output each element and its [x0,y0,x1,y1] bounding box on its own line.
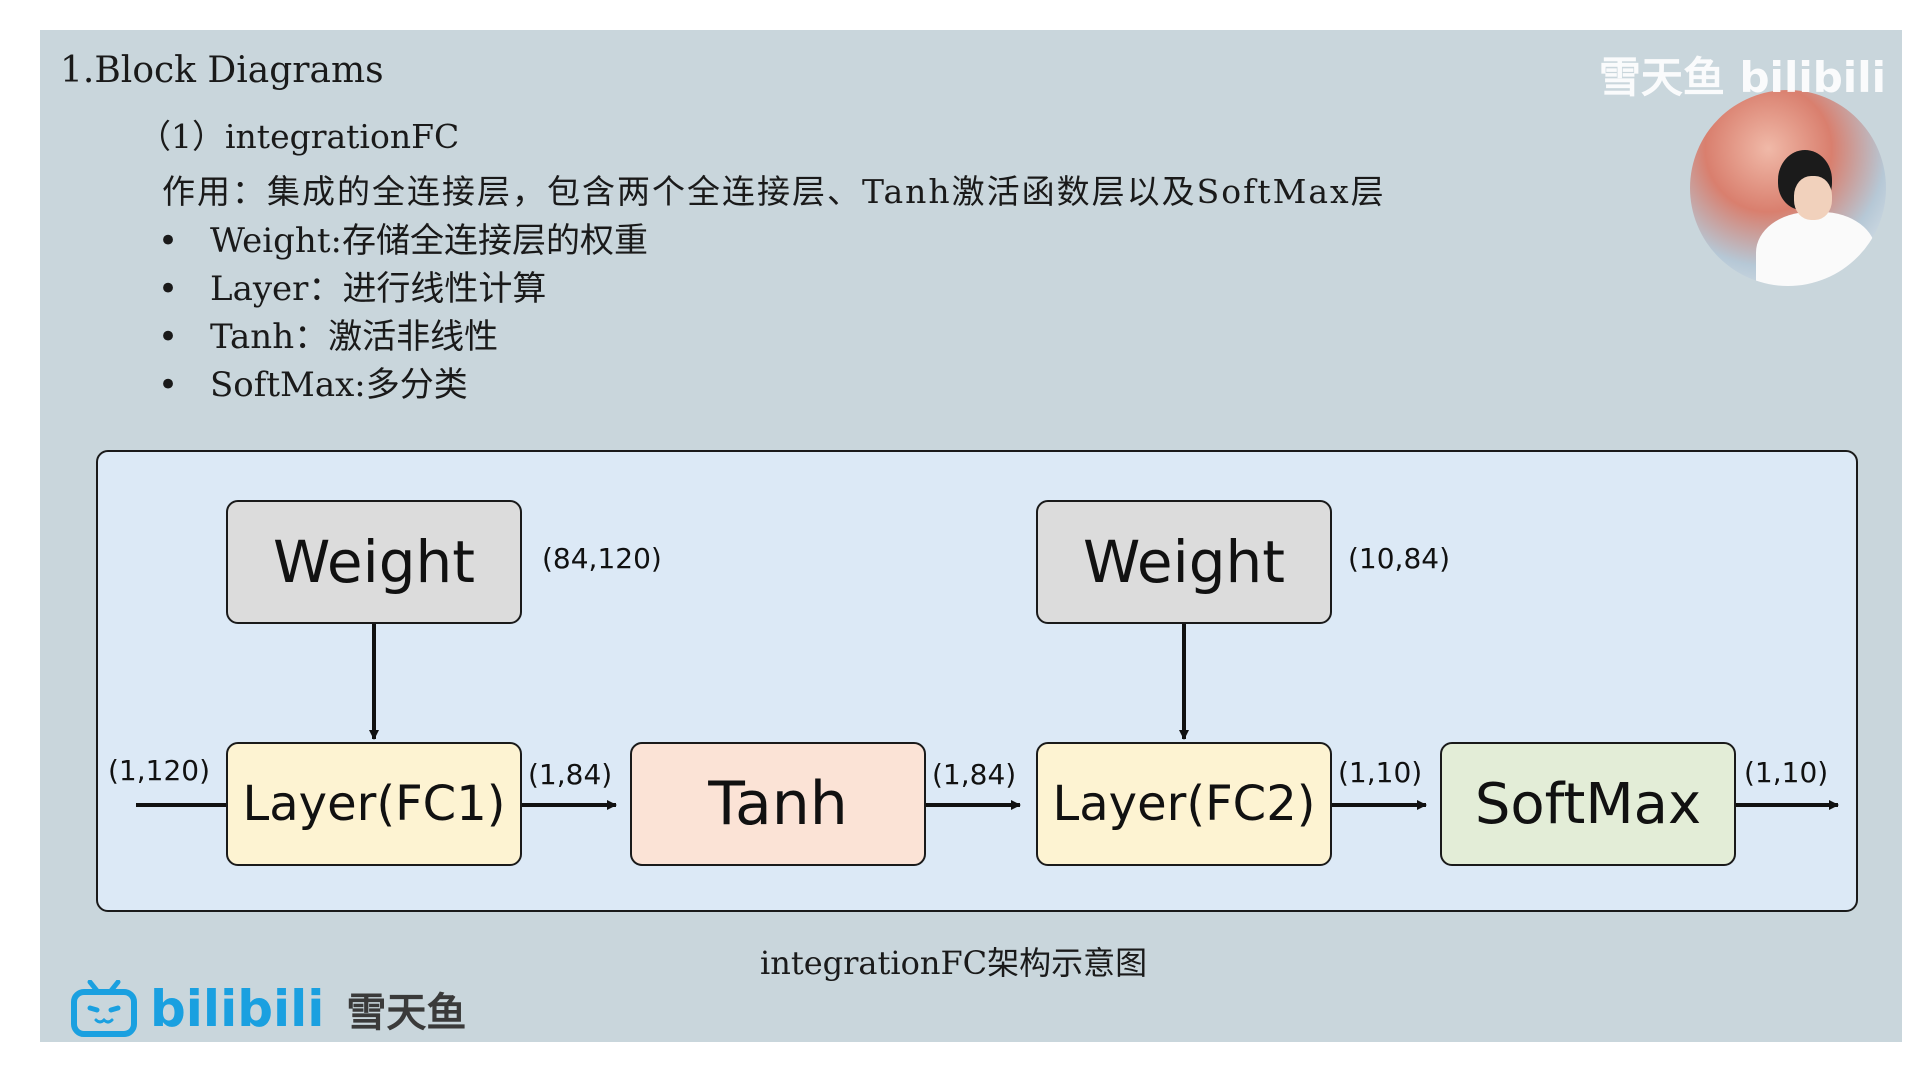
dim-fc1-out: (1,84) [528,758,613,791]
bullet-item: • Weight:存储全连接层的权重 [158,213,648,262]
dim-tanh-out: (1,84) [932,758,1017,791]
brand-text: bilibili [150,980,325,1038]
dim-output: (1,10) [1744,756,1829,789]
bullet-label: SoftMax: [210,365,366,405]
watermark-top-text: 雪天鱼 bilibili [1598,53,1886,102]
bullet-item: • SoftMax:多分类 [158,357,468,406]
dim-input: (1,120) [108,754,211,787]
avatar [1690,90,1886,286]
bilibili-tv-icon [70,979,138,1038]
node-weight-2: Weight [1036,500,1332,624]
block-diagram: Weight (84,120) Weight (10,84) Layer(FC1… [96,450,1858,912]
brand-name: 雪天鱼 [346,990,467,1036]
description-text: 作用：集成的全连接层，包含两个全连接层、Tanh激活函数层以及SoftMax层 [162,172,1386,211]
diagram-caption: integrationFC架构示意图 [760,944,1148,982]
section-subtitle: （1）integrationFC [138,117,460,156]
watermark-bottom: bilibili 雪天鱼 [70,974,466,1044]
bullet-text: 激活非线性 [328,317,499,357]
bullet-text: 进行线性计算 [342,269,547,309]
bullet-item: • Tanh：激活非线性 [158,309,498,358]
diagram-arrows [136,622,1839,810]
page-title: 1.Block Diagrams [60,50,384,91]
bullet-text: 多分类 [365,365,468,405]
bullet-dot-icon: • [158,269,179,309]
node-layer-fc2: Layer(FC2) [1036,742,1332,866]
bullet-label: Layer： [210,269,343,309]
node-layer-fc1: Layer(FC1) [226,742,522,866]
node-tanh: Tanh [630,742,926,866]
dim-fc2-out: (1,10) [1338,756,1423,789]
bullet-text: 存储全连接层的权重 [341,221,648,261]
bullet-dot-icon: • [158,221,179,261]
bullet-dot-icon: • [158,317,179,357]
bullet-dot-icon: • [158,365,179,405]
bullet-label: Weight: [210,221,342,261]
dim-weight-1: (84,120) [542,542,662,575]
dim-weight-2: (10,84) [1348,542,1451,575]
slide: 1.Block Diagrams （1）integrationFC 作用：集成的… [40,30,1902,1042]
node-softmax: SoftMax [1440,742,1736,866]
bullet-item: • Layer：进行线性计算 [158,261,546,310]
node-weight-1: Weight [226,500,522,624]
watermark-top: 雪天鱼 bilibili [1596,42,1886,286]
bullet-label: Tanh： [210,317,329,357]
